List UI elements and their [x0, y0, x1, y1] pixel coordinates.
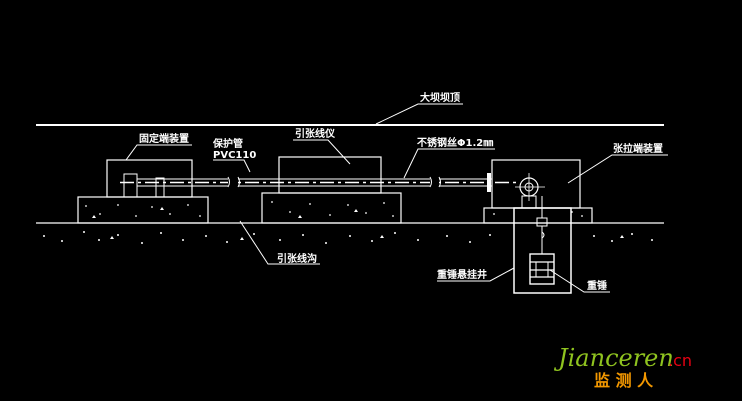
- weight-hanging-well: [513, 196, 572, 294]
- weight-stack: [529, 253, 555, 285]
- watermark-brand-main: Jianceren: [553, 344, 674, 372]
- label-protective-pipe: 保护管: [212, 137, 243, 150]
- label-wire-trench: 引张线沟: [277, 252, 317, 265]
- tension-wire: [120, 178, 520, 187]
- watermark-brand-suffix: .cn: [668, 351, 692, 370]
- fixed-end-device: [77, 159, 209, 224]
- leader-lines: [125, 103, 668, 293]
- watermark-brand-cn: 监 测 人: [594, 371, 654, 390]
- label-dam-crest: 大坝坝顶: [420, 91, 460, 104]
- tension-end-device: [483, 159, 593, 224]
- watermark-logo: Jianceren .cn 监 测 人: [553, 344, 692, 390]
- label-tension-end-device: 张拉端装置: [613, 142, 663, 155]
- label-fixed-end-device: 固定端装置: [139, 132, 189, 145]
- label-weight-hanging-well: 重锤悬挂井: [437, 268, 487, 281]
- ground-hatch: [43, 231, 653, 244]
- label-stainless-wire: 不锈钢丝Φ1.2㎜: [417, 136, 493, 149]
- tension-wire-meter-device: [261, 156, 402, 224]
- label-tension-wire-meter: 引张线仪: [295, 127, 336, 140]
- label-pipe-spec: PVC110: [213, 150, 256, 161]
- pipe-break-marks: [227, 173, 491, 192]
- label-weight: 重锤: [587, 279, 607, 292]
